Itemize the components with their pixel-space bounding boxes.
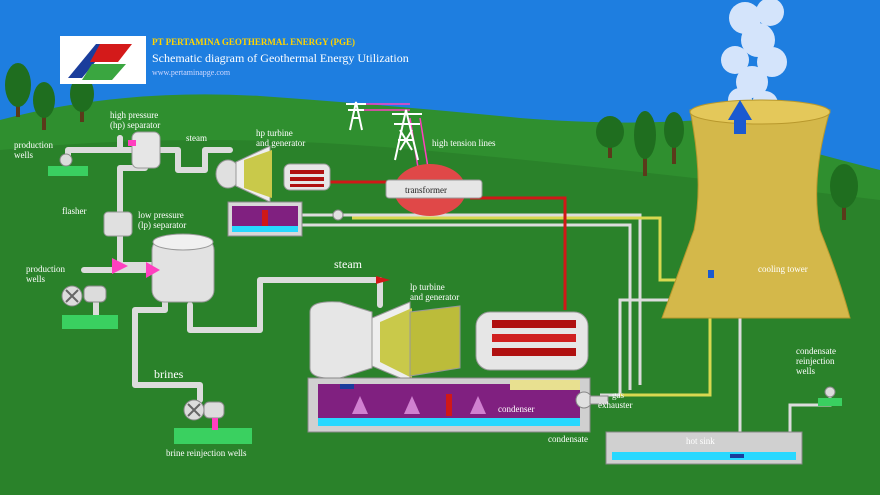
brine-reinjection-well bbox=[174, 399, 252, 444]
label-production-wells-top-2: wells bbox=[14, 150, 33, 160]
label-production-wells-mid-2: wells bbox=[26, 274, 45, 284]
diagram-title: Schematic diagram of Geothermal Energy U… bbox=[152, 51, 409, 65]
label-gas-exhauster-2: exhauster bbox=[598, 400, 632, 410]
hot-sink bbox=[605, 431, 803, 465]
flasher bbox=[103, 211, 133, 237]
lp-separator bbox=[146, 233, 215, 303]
gas-exhauster bbox=[575, 391, 609, 409]
condensate-reinjection-well bbox=[818, 386, 842, 406]
label-brine-reinjection: brine reinjection wells bbox=[166, 448, 247, 458]
label-cooling-tower: cooling tower bbox=[758, 264, 808, 274]
label-gas-exhauster: gas bbox=[612, 390, 624, 400]
hp-turbine bbox=[215, 145, 272, 203]
label-condenser: condenser bbox=[498, 404, 534, 414]
main-condenser bbox=[307, 377, 591, 433]
label-production-wells-mid: production bbox=[26, 264, 65, 274]
steam-flow-arrow bbox=[376, 276, 390, 284]
label-hp-turbine: hp turbine bbox=[256, 128, 293, 138]
label-hp-turbine-2: and generator bbox=[256, 138, 305, 148]
lp-generator bbox=[475, 311, 589, 371]
label-high-tension: high tension lines bbox=[432, 138, 496, 148]
ground-strip bbox=[0, 470, 880, 495]
hp-gas-exhauster bbox=[332, 209, 344, 221]
production-wells-mid bbox=[61, 258, 128, 329]
hp-generator bbox=[283, 163, 331, 191]
power-lines bbox=[330, 180, 567, 310]
label-hp-separator-2: (hp) separator bbox=[110, 120, 160, 130]
label-lp-separator-2: (lp) separator bbox=[138, 220, 186, 230]
label-lp-separator: low pressure bbox=[138, 210, 184, 220]
label-lp-turbine-2: and generator bbox=[410, 292, 459, 302]
company-name: PT PERTAMINA GEOTHERMAL ENERGY (PGE) bbox=[152, 37, 355, 47]
trees bbox=[5, 63, 858, 220]
label-condensate: condensate bbox=[548, 434, 588, 444]
lp-turbine bbox=[309, 301, 461, 383]
hp-separator bbox=[128, 131, 161, 169]
label-steam-mid: steam bbox=[334, 257, 363, 271]
coolant-lines bbox=[300, 213, 832, 440]
transmission-tower-right bbox=[392, 109, 422, 161]
transformer bbox=[385, 164, 483, 216]
production-wells-top bbox=[48, 153, 88, 176]
cooling-tower bbox=[661, 99, 851, 319]
label-steam-top: steam bbox=[186, 133, 207, 143]
label-lp-turbine: lp turbine bbox=[410, 282, 445, 292]
steam-plume bbox=[721, 0, 787, 117]
label-hot-sink: hot sink bbox=[686, 436, 715, 446]
label-hp-separator: high pressure bbox=[110, 110, 158, 120]
label-flasher: flasher bbox=[62, 206, 87, 216]
label-condensate-reinjection-2: reinjection bbox=[796, 356, 835, 366]
transmission-tower-left bbox=[346, 101, 366, 131]
hp-condenser bbox=[227, 201, 303, 237]
pertamina-logo bbox=[60, 36, 146, 84]
label-production-wells-top: production bbox=[14, 140, 53, 150]
label-condensate-reinjection-3: wells bbox=[796, 366, 815, 376]
label-brines: brines bbox=[154, 367, 184, 381]
website-url: www.pertaminapge.com bbox=[152, 68, 231, 77]
label-transformer: transformer bbox=[405, 185, 447, 195]
label-condensate-reinjection: condensate bbox=[796, 346, 836, 356]
